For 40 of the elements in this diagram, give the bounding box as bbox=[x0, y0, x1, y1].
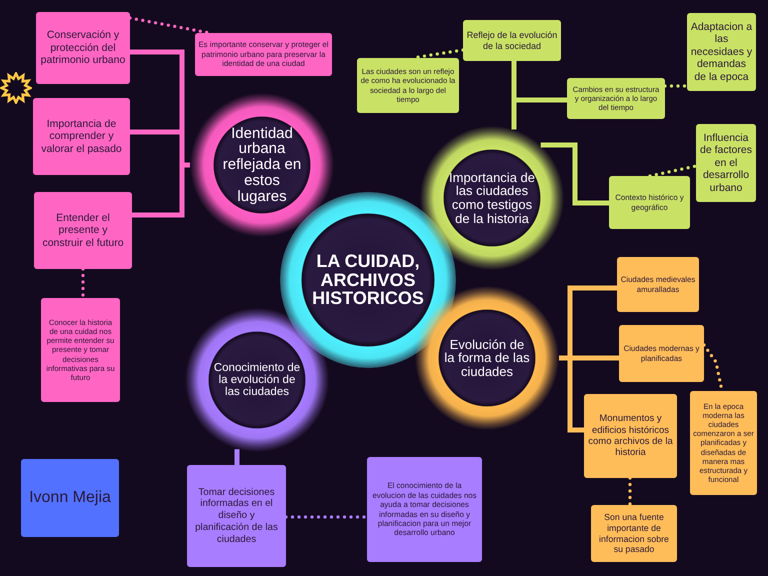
topic-box bbox=[357, 58, 459, 113]
topic-box bbox=[36, 12, 130, 84]
topic-box bbox=[187, 465, 286, 567]
topic-box bbox=[591, 505, 677, 562]
topic-text: Tomar decisiones informadas en el diseño y planificación de las ciudades bbox=[194, 486, 279, 546]
topic-box bbox=[33, 98, 130, 175]
topic-box bbox=[609, 176, 690, 229]
topic-box bbox=[567, 78, 665, 119]
topic-box bbox=[195, 33, 332, 76]
topic-box bbox=[690, 391, 757, 495]
topic-text: Reflejo de la evolución de la sociedad bbox=[466, 30, 558, 52]
connector-dotted-line bbox=[648, 164, 698, 178]
topic-text: Importancia de comprender y valorar el pasado bbox=[40, 118, 123, 156]
topic-text: Son una fuente importante de informacion sobre su pasado bbox=[598, 512, 670, 555]
topic-title: Conocimiento de la evolución de las ciudades bbox=[212, 362, 302, 398]
topic-title: LA CUIDAD, ARCHIVOS HISTORICOS bbox=[311, 252, 425, 308]
topic-box bbox=[367, 457, 482, 562]
topic-box bbox=[687, 13, 756, 91]
connector-dotted-line bbox=[628, 476, 632, 507]
topic-box bbox=[696, 124, 756, 202]
topic-box bbox=[463, 20, 561, 61]
topic-text: Entender el presente y construir el futuro bbox=[41, 212, 125, 250]
connector-dotted-line bbox=[663, 84, 689, 88]
topic-title: Importancia de las ciudades como testigos de la historia bbox=[448, 170, 536, 226]
topic-text: Ivonn Mejia bbox=[29, 488, 111, 508]
topic-box bbox=[617, 257, 699, 312]
topic-text: Conservación y protección del patrimonio urbano bbox=[40, 29, 126, 67]
topic-box bbox=[34, 192, 132, 269]
topic-title: Identidad urbana reflejada en estos lugares bbox=[222, 126, 302, 204]
connector-line bbox=[540, 142, 609, 206]
connector-line bbox=[234, 449, 240, 465]
topic-box bbox=[619, 325, 704, 382]
topic-text: Influencia de factores en el desarrollo urbano bbox=[699, 132, 753, 194]
topic-box bbox=[584, 394, 677, 478]
topic-box bbox=[21, 459, 119, 537]
topic-text: Monumentos y edificios históricos como archivos de la historia bbox=[587, 413, 674, 459]
connector-line bbox=[512, 98, 567, 130]
topic-box bbox=[41, 298, 120, 402]
topic-title: Evolución de la forma de las ciudades bbox=[444, 338, 530, 378]
topic-text: Adaptacion a las necesidaes y demandas de la epoca bbox=[690, 20, 753, 84]
